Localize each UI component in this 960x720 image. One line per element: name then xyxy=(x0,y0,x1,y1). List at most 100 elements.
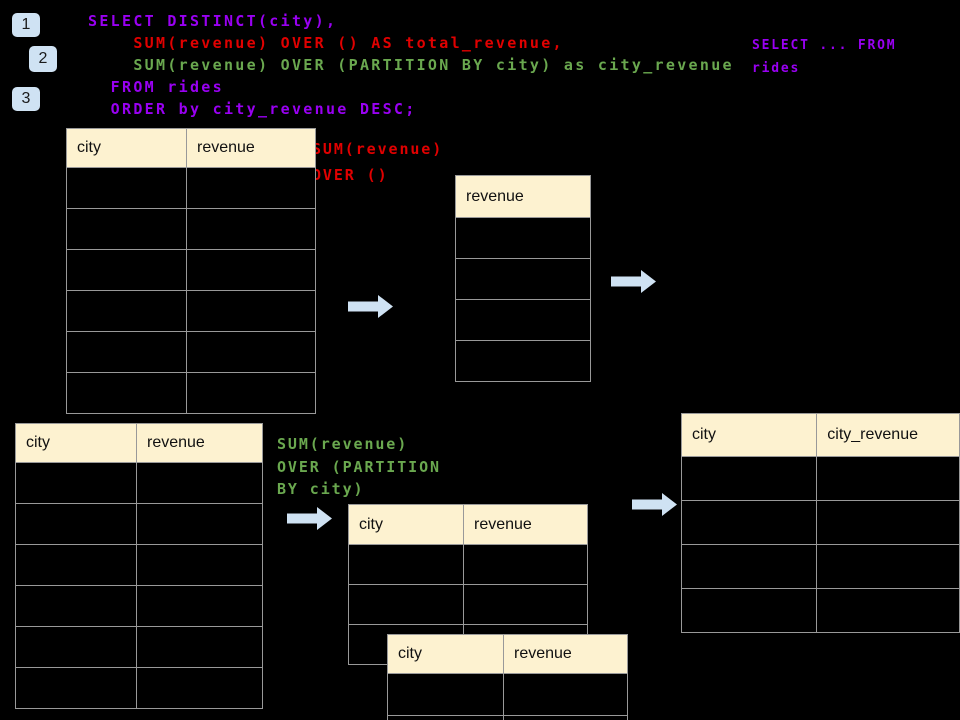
column-header: city xyxy=(348,504,464,545)
table-row xyxy=(387,715,628,720)
column-header: revenue xyxy=(503,634,628,674)
empty-cell xyxy=(348,584,464,625)
column-header: city xyxy=(680,413,818,457)
column-header: city_revenue xyxy=(816,413,960,457)
table-row xyxy=(66,331,316,373)
empty-cell xyxy=(503,715,628,720)
code-line: FROM rides xyxy=(88,78,224,96)
table-total-revenue-grid: revenue xyxy=(455,175,591,382)
table-row xyxy=(15,503,263,545)
empty-cell xyxy=(455,340,591,382)
table-row xyxy=(348,584,588,625)
table-row xyxy=(455,258,591,300)
table-header-row: revenue xyxy=(455,175,591,218)
empty-cell xyxy=(816,588,960,633)
empty-cell xyxy=(66,208,187,250)
empty-cell xyxy=(186,167,316,209)
empty-cell xyxy=(136,626,263,668)
right-arrow-icon xyxy=(348,294,394,319)
column-header: revenue xyxy=(455,175,591,218)
empty-cell xyxy=(680,544,818,589)
empty-cell xyxy=(680,456,818,501)
empty-cell xyxy=(66,249,187,291)
empty-cell xyxy=(15,585,137,627)
empty-cell xyxy=(15,667,137,709)
empty-cell xyxy=(66,167,187,209)
table-row xyxy=(680,456,960,501)
right-arrow-icon xyxy=(287,506,333,531)
right-arrow-icon xyxy=(611,269,657,294)
annotation-total-revenue: SUM(revenue) OVER () xyxy=(312,136,443,188)
column-header: city xyxy=(15,423,137,463)
empty-cell xyxy=(136,544,263,586)
empty-cell xyxy=(455,299,591,341)
column-header: city xyxy=(66,128,187,168)
table-row xyxy=(15,626,263,668)
empty-cell xyxy=(816,500,960,545)
right-arrow-icon xyxy=(632,492,678,517)
step-badge-1: 1 xyxy=(12,13,40,37)
empty-cell xyxy=(463,584,588,625)
table-row xyxy=(66,372,316,414)
table-row xyxy=(66,290,316,332)
code-line: OVER (PARTITION xyxy=(277,457,441,476)
table-row xyxy=(15,462,263,504)
column-header: city xyxy=(387,634,504,674)
empty-cell xyxy=(186,372,316,414)
table-row xyxy=(15,585,263,627)
empty-cell xyxy=(15,503,137,545)
column-header: revenue xyxy=(186,128,316,168)
table-row xyxy=(66,249,316,291)
table-row xyxy=(455,340,591,382)
empty-cell xyxy=(463,544,588,585)
table-row xyxy=(680,588,960,633)
empty-cell xyxy=(136,462,263,504)
empty-cell xyxy=(136,667,263,709)
table-row xyxy=(455,299,591,341)
table-row xyxy=(66,208,316,250)
step-badge-2: 2 xyxy=(29,46,57,72)
empty-cell xyxy=(816,544,960,589)
empty-cell xyxy=(15,544,137,586)
code-line: SUM(revenue) xyxy=(277,435,409,453)
column-header: revenue xyxy=(463,504,588,545)
table-row xyxy=(455,217,591,259)
table-row xyxy=(15,667,263,709)
empty-cell xyxy=(66,290,187,332)
empty-cell xyxy=(186,290,316,332)
code-line: SUM(revenue) xyxy=(312,140,444,158)
empty-cell xyxy=(455,217,591,259)
empty-cell xyxy=(455,258,591,300)
code-line: SUM(revenue) OVER (PARTITION BY city) as… xyxy=(88,56,734,74)
table-total-revenue: revenue xyxy=(455,175,591,382)
code-line: BY city) xyxy=(277,480,365,498)
table-row xyxy=(387,673,628,716)
table-row xyxy=(66,167,316,209)
empty-cell xyxy=(186,249,316,291)
table-row xyxy=(680,500,960,545)
code-line: SUM(revenue) OVER () AS total_revenue, xyxy=(88,34,564,52)
table-row xyxy=(15,544,263,586)
empty-cell xyxy=(66,331,187,373)
empty-cell xyxy=(503,673,628,716)
empty-cell xyxy=(186,208,316,250)
column-header: revenue xyxy=(136,423,263,463)
empty-cell xyxy=(15,626,137,668)
empty-cell xyxy=(680,588,818,633)
code-line: OVER () xyxy=(312,166,389,184)
